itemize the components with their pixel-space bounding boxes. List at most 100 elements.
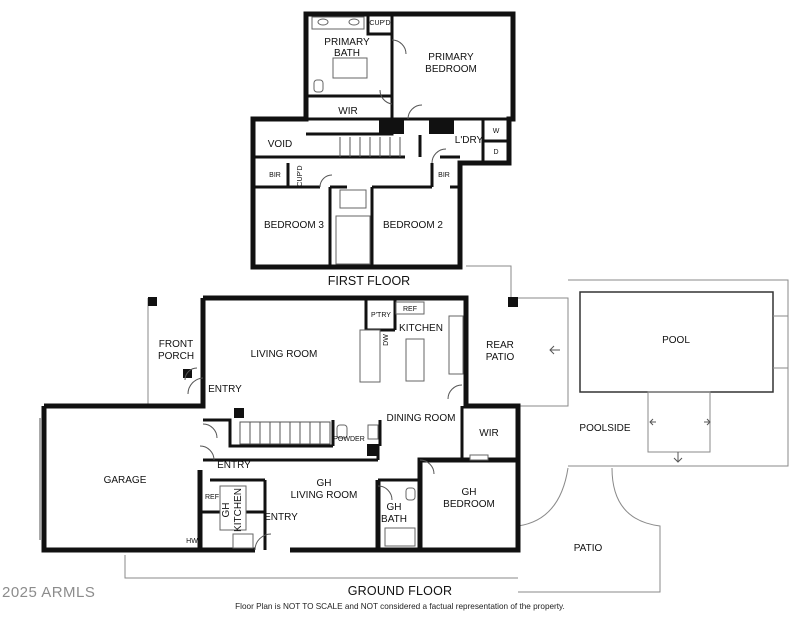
room-label-entry: ENTRY: [217, 460, 251, 471]
svg-text:KITCHEN: KITCHEN: [399, 323, 443, 334]
sink-icon: [367, 424, 379, 440]
stairs-icon: [239, 421, 331, 445]
room-label-primary-bedroom: PRIMARY: [428, 52, 474, 63]
shower-icon: [384, 527, 416, 547]
laundry-walls: [481, 119, 509, 163]
svg-text:GH: GH: [221, 503, 232, 518]
room-label-gh-bedroom: GH: [462, 487, 477, 498]
patio-outline: [124, 467, 661, 593]
room-label-primary-bath: PRIMARY: [324, 37, 370, 48]
svg-text:REF: REF: [403, 306, 417, 313]
svg-text:DW: DW: [383, 334, 390, 346]
door-swing-icon: [391, 39, 407, 55]
area-label-poolside: POOLSIDE: [579, 423, 630, 434]
room-label-cupboard: CUP'D: [369, 20, 390, 27]
door-swing-icon: [202, 423, 218, 439]
room-label-gh-bath: BATH: [381, 514, 407, 525]
stairs-icon: [339, 137, 401, 157]
pool-area-outline: [568, 279, 789, 467]
solid-column: [508, 297, 518, 307]
direction-arrow-icon: [673, 452, 683, 463]
svg-text:GH: GH: [462, 487, 477, 498]
svg-text:WIR: WIR: [338, 106, 357, 117]
room-label-gh-living-room: GH: [317, 478, 332, 489]
guest-house-wall: [197, 457, 521, 553]
toilet-icon: [313, 79, 324, 93]
svg-text:BATH: BATH: [334, 48, 360, 59]
main-house-outer-wall: [44, 295, 521, 460]
appliance-label-fridge: REF: [403, 306, 417, 313]
svg-text:WIR: WIR: [479, 428, 498, 439]
first-floor-title: FIRST FLOOR: [328, 274, 410, 288]
svg-text:BEDROOM 3: BEDROOM 3: [264, 220, 324, 231]
svg-text:BIR: BIR: [438, 172, 450, 179]
room-label-void: VOID: [268, 139, 292, 150]
room-label-rear-patio: PATIO: [486, 352, 515, 363]
svg-text:LIVING ROOM: LIVING ROOM: [251, 349, 318, 360]
solid-column: [234, 408, 244, 418]
toilet-icon: [405, 487, 416, 501]
kitchen-counter: [359, 329, 381, 383]
solid-column: [183, 369, 192, 378]
svg-text:POWDER: POWDER: [333, 436, 365, 443]
bath-vanity: [339, 189, 367, 209]
svg-text:BEDROOM: BEDROOM: [443, 499, 495, 510]
room-label-dining-room: DINING ROOM: [387, 413, 456, 424]
room-label-laundry: L'DRY: [455, 135, 484, 146]
door-swing-icon: [407, 104, 423, 120]
svg-text:PATIO: PATIO: [574, 543, 603, 554]
sink-icon: [317, 18, 329, 26]
appliance-label-washer: W: [493, 128, 500, 135]
rear-patio-outline: [466, 265, 569, 407]
room-label-bedroom-2: BEDROOM 2: [383, 220, 443, 231]
room-label-wir: WIR: [479, 428, 498, 439]
door-swing-icon: [377, 485, 393, 501]
svg-text:HW: HW: [186, 538, 198, 545]
room-label-powder: POWDER: [333, 436, 365, 443]
sink-icon: [348, 18, 360, 26]
svg-text:ENTRY: ENTRY: [217, 460, 251, 471]
room-label-kitchen: KITCHEN: [399, 323, 443, 334]
svg-text:PRIMARY: PRIMARY: [428, 52, 474, 63]
svg-text:CUP'D: CUP'D: [297, 165, 304, 186]
ground-floor-title: GROUND FLOOR: [347, 584, 453, 598]
room-label-gh-bedroom: BEDROOM: [443, 499, 495, 510]
room-label-pantry: P'TRY: [371, 312, 391, 319]
direction-arrow-icon: [649, 418, 656, 426]
svg-text:W: W: [493, 128, 500, 135]
room-label-gh-kitchen: GH: [221, 503, 232, 518]
room-label-gh-bath: GH: [387, 502, 402, 513]
svg-text:FRONT: FRONT: [159, 339, 193, 350]
water-heater-icon: [232, 533, 254, 549]
area-label-patio: PATIO: [574, 543, 603, 554]
room-label-garage: GARAGE: [104, 475, 147, 486]
door-swing-icon: [187, 377, 204, 395]
svg-text:CUP'D: CUP'D: [369, 20, 390, 27]
room-label-bedroom-3: BEDROOM 3: [264, 220, 324, 231]
svg-text:PATIO: PATIO: [486, 352, 515, 363]
room-label-primary-bath: BATH: [334, 48, 360, 59]
room-label-front-porch: PORCH: [158, 351, 194, 362]
svg-text:PRIMARY: PRIMARY: [324, 37, 370, 48]
svg-text:GARAGE: GARAGE: [104, 475, 147, 486]
direction-arrow-icon: [549, 345, 560, 355]
door-swing-icon: [431, 148, 447, 164]
disclaimer-text: Floor Plan is NOT TO SCALE and NOT consi…: [235, 602, 565, 611]
svg-text:KITCHEN: KITCHEN: [233, 488, 244, 532]
solid-column: [367, 444, 379, 456]
door-swing-icon: [184, 367, 198, 381]
room-label-bir: BIR: [438, 172, 450, 179]
svg-text:REF: REF: [205, 494, 219, 501]
appliance-label-dishwasher: DW: [383, 334, 390, 346]
watermark: 2025 ARMLS: [2, 584, 96, 601]
svg-text:LIVING ROOM: LIVING ROOM: [291, 490, 358, 501]
fridge-icon: [395, 301, 425, 315]
solid-column: [429, 119, 454, 134]
area-label-pool: POOL: [662, 335, 690, 346]
gh-kitchen-counter: [219, 485, 247, 531]
interior-walls: [200, 298, 518, 550]
svg-text:D: D: [493, 149, 498, 156]
appliance-label-dryer: D: [493, 149, 498, 156]
door-swing-icon: [419, 459, 435, 475]
